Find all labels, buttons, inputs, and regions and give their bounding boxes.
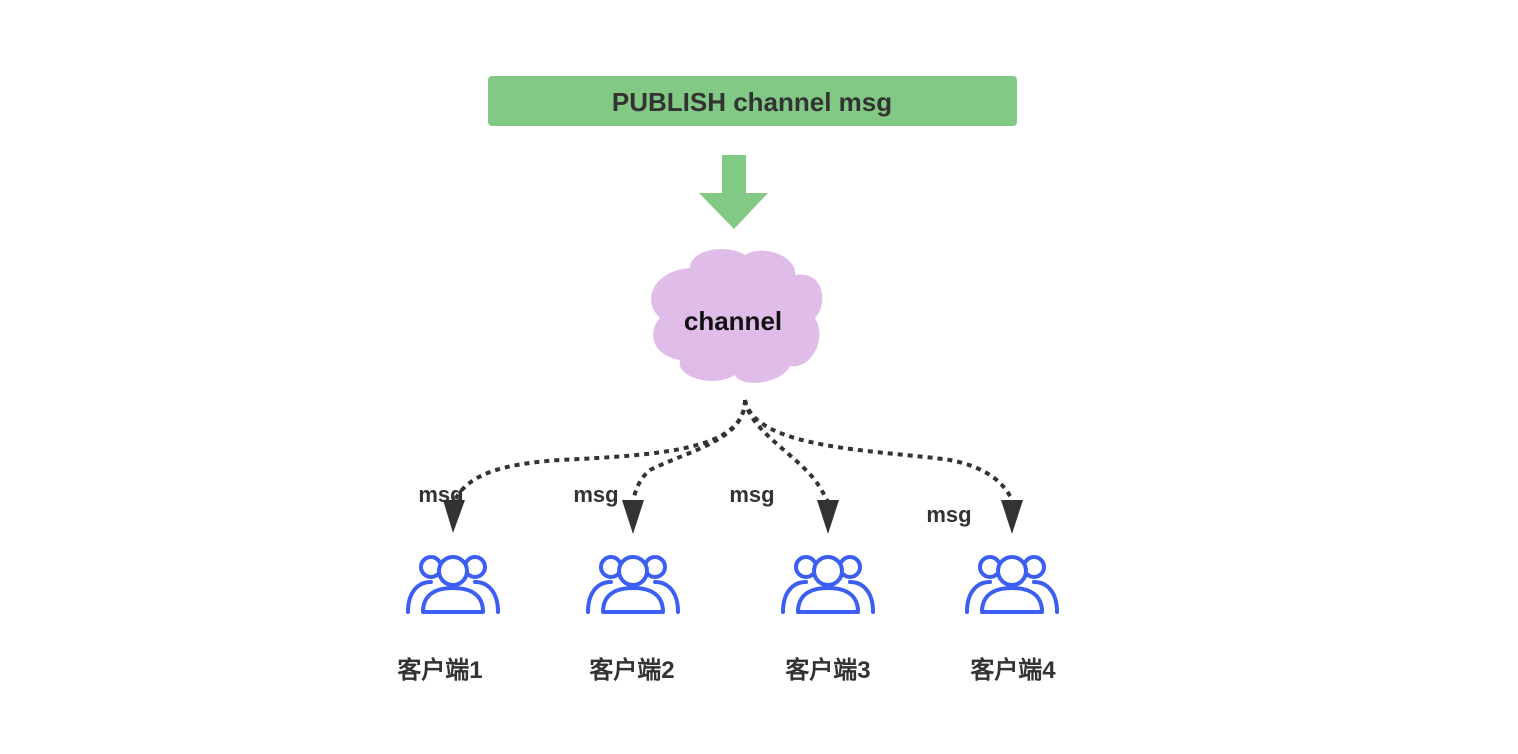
user-group-icon — [586, 555, 680, 614]
msg-label-4: msg — [926, 502, 971, 527]
channel-cloud — [651, 249, 823, 383]
client-label-4: 客户端4 — [970, 656, 1056, 684]
user-group-icon — [406, 555, 500, 614]
client-label-2: 客户端2 — [589, 656, 674, 684]
user-group-icon — [965, 555, 1059, 614]
arrowhead-1-icon — [443, 500, 465, 533]
down-arrow-icon — [699, 155, 768, 229]
connector-client-4 — [743, 399, 1014, 501]
connector-client-3 — [743, 399, 830, 503]
arrowhead-4-icon — [1001, 500, 1023, 534]
connector-client-2 — [631, 399, 747, 503]
connector-arrowheads — [443, 500, 1023, 534]
publish-command-label: PUBLISH channel msg — [612, 87, 892, 117]
msg-label-3: msg — [729, 482, 774, 507]
msg-label-1: msg — [418, 482, 463, 507]
arrowhead-3-icon — [817, 500, 839, 534]
channel-label: channel — [684, 306, 782, 336]
arrowhead-2-icon — [622, 500, 644, 534]
user-group-icon — [781, 555, 875, 614]
connector-client-1 — [453, 399, 747, 501]
message-connectors — [453, 399, 1014, 503]
client-label-1: 客户端1 — [397, 656, 482, 684]
client-label-3: 客户端3 — [785, 656, 870, 684]
publish-command-box — [488, 76, 1017, 126]
msg-label-2: msg — [573, 482, 618, 507]
